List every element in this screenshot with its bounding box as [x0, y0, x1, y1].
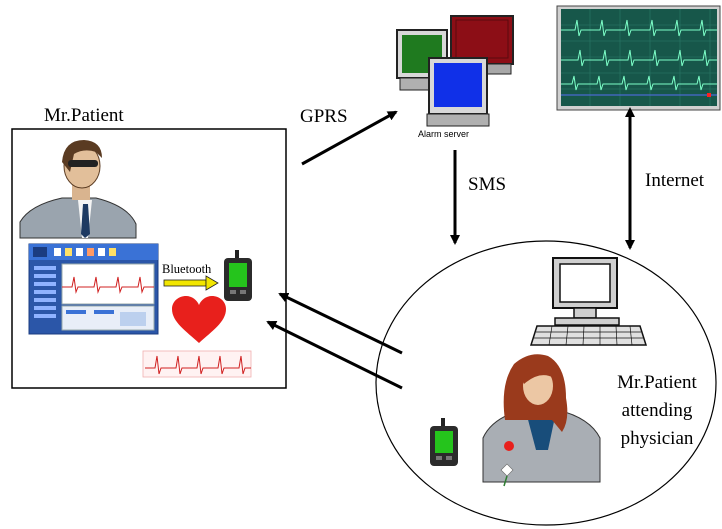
physician-label-line1: Mr.Patient	[617, 372, 697, 393]
alarm-server-label: Alarm server	[418, 129, 469, 139]
gprs-arrow	[301, 110, 398, 166]
pda-icon	[224, 250, 252, 301]
alarm-server-computers-icon	[396, 15, 514, 127]
bluetooth-label: Bluetooth	[162, 262, 212, 276]
heart-icon	[172, 296, 226, 343]
sms-label: SMS	[468, 174, 506, 195]
ecg-display-icon	[556, 5, 721, 111]
ecg-monitor-screenshot	[28, 243, 159, 335]
physician-label-line3: physician	[621, 428, 694, 449]
physician-pda-icon	[430, 418, 458, 466]
physician-label-line2: attending	[622, 400, 693, 421]
patient-box-title: Mr.Patient	[44, 105, 124, 126]
bluetooth-arrow	[163, 275, 219, 291]
internet-label: Internet	[645, 170, 705, 191]
physician-to-patient-arrow-2	[266, 320, 403, 390]
physician-avatar-icon	[482, 354, 601, 487]
gprs-label: GPRS	[300, 106, 348, 127]
ecg-strip-icon	[142, 350, 252, 378]
patient-avatar-icon	[19, 140, 137, 239]
desktop-computer-icon	[529, 257, 648, 346]
physician-to-patient-arrow-1	[278, 292, 403, 355]
